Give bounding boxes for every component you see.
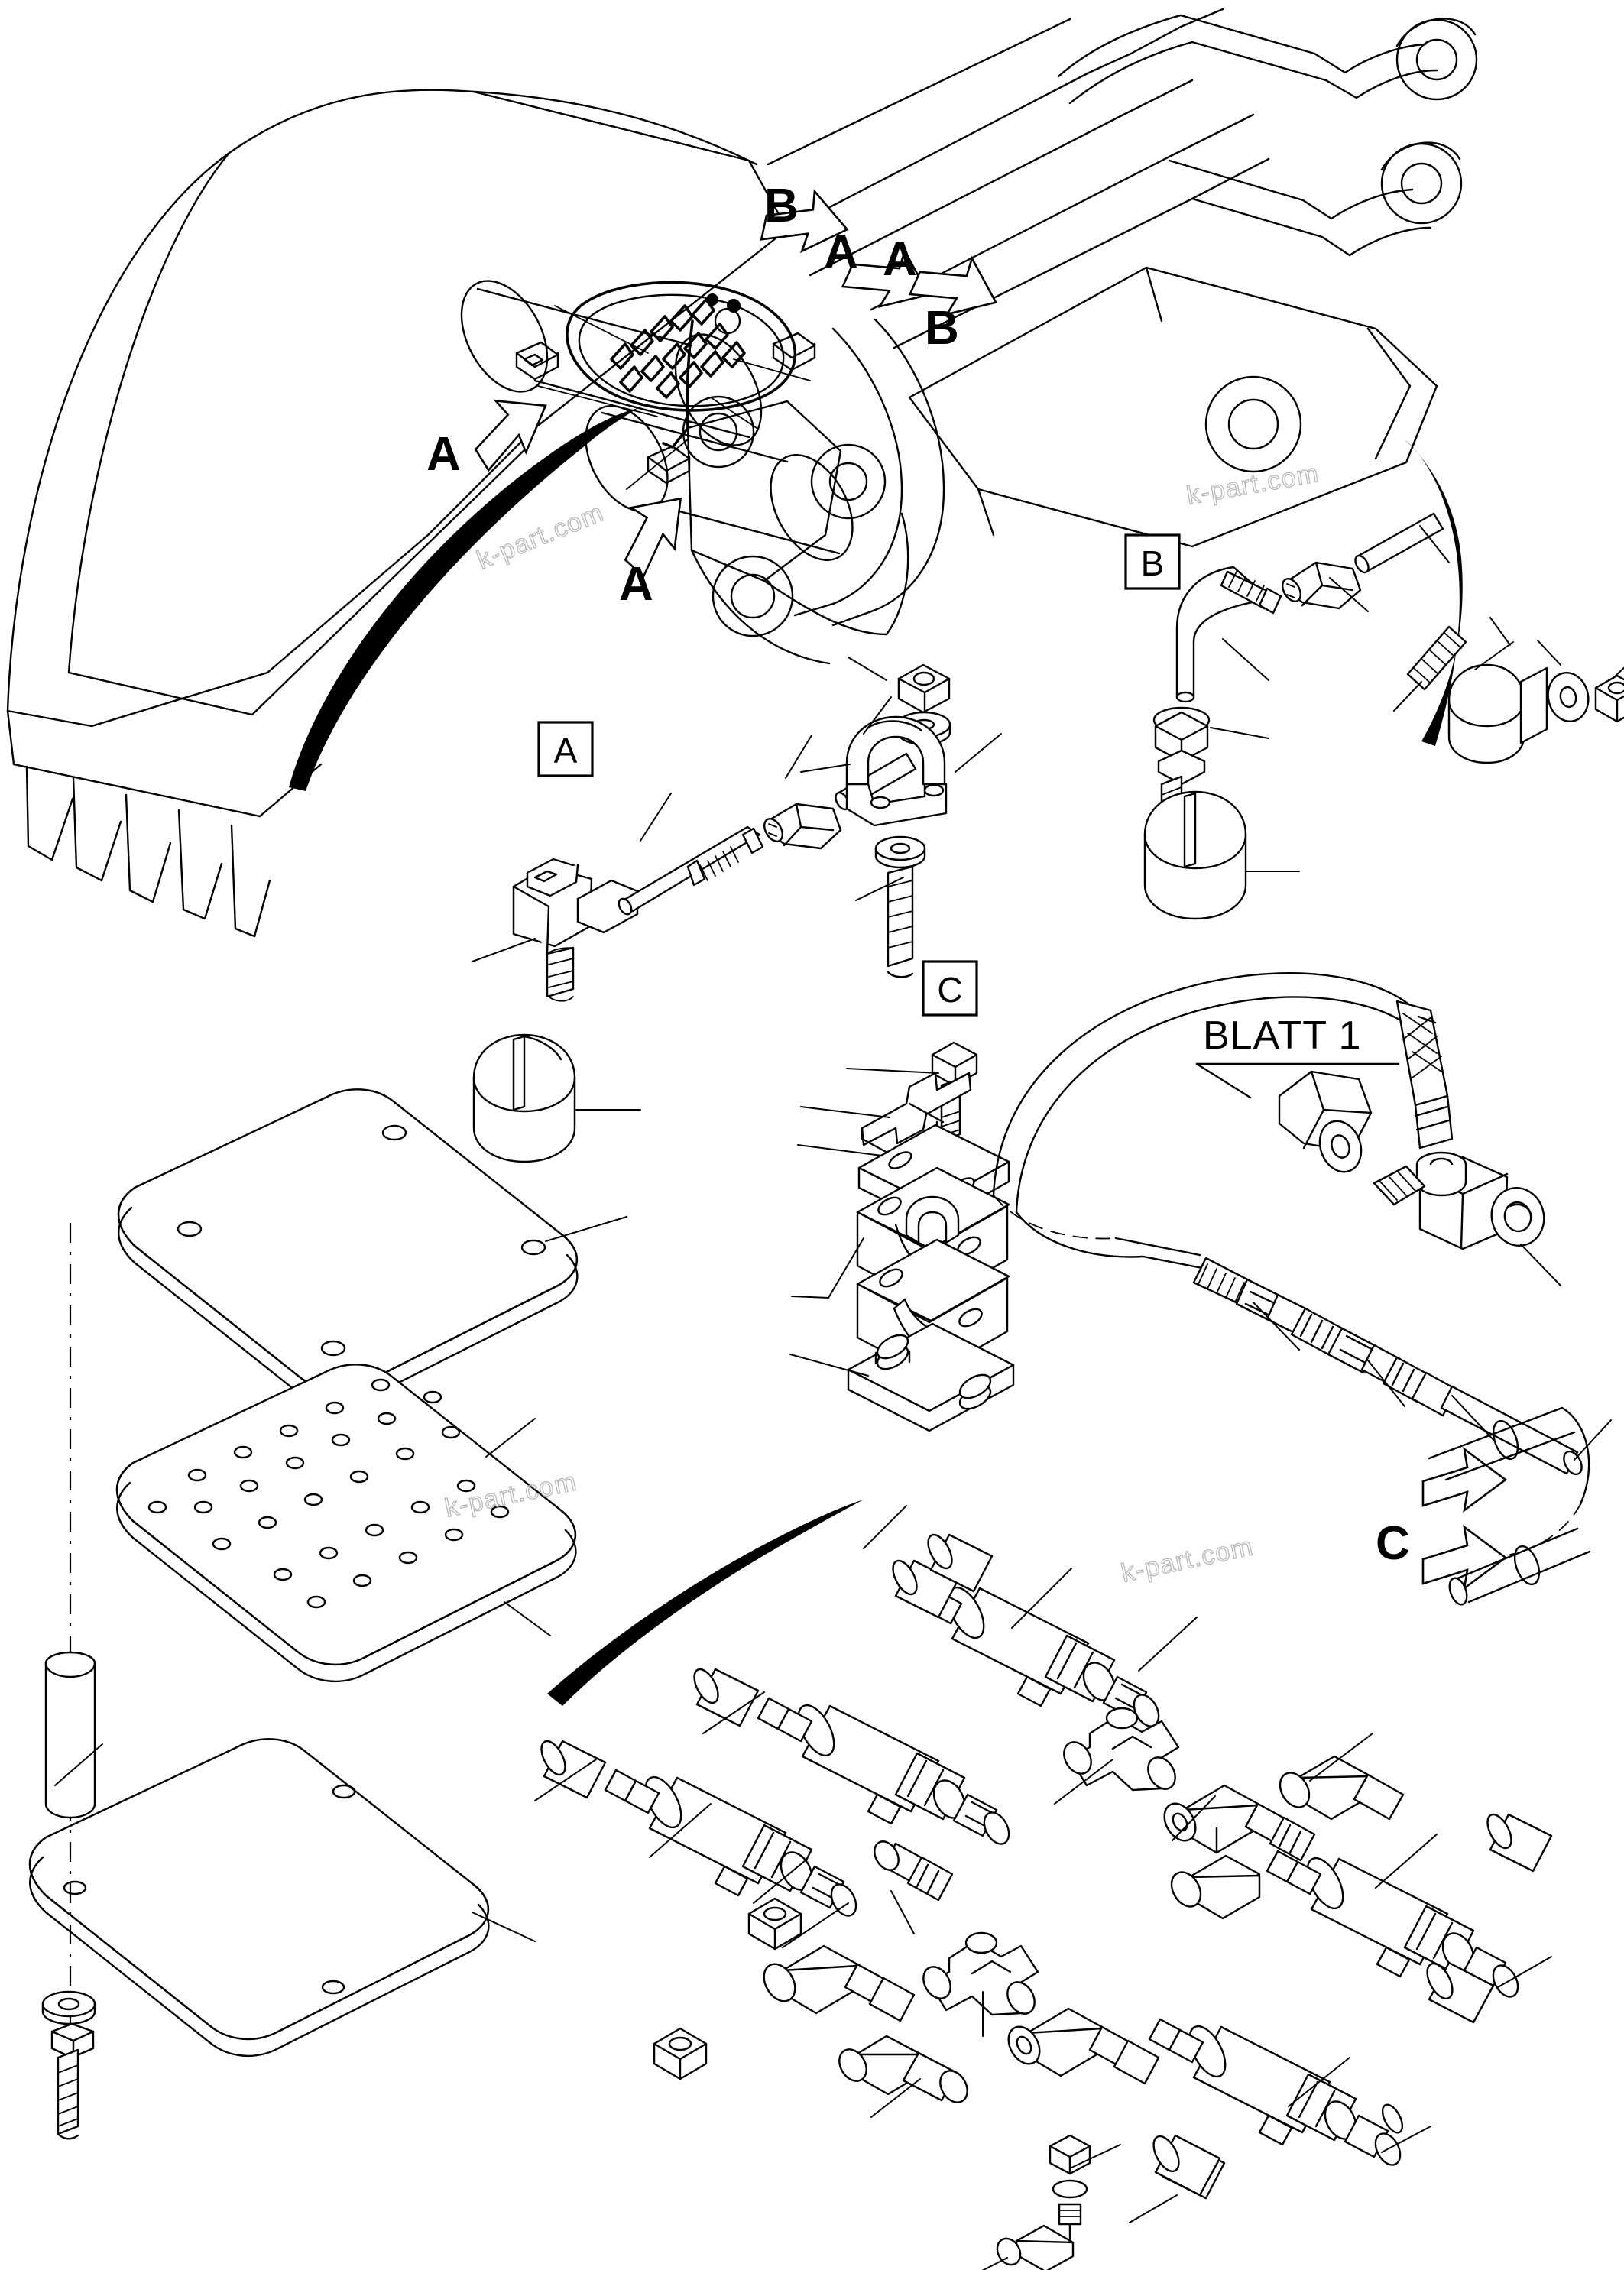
detail-a-callout-box	[537, 721, 594, 777]
clamp-hardware-stack-a	[845, 663, 951, 978]
clamp-hardware-b	[1406, 625, 1624, 764]
hydraulic-cylinder-3	[892, 1559, 1160, 1727]
plate-stack-group	[28, 1088, 627, 2140]
detail-b-callout-box	[1124, 533, 1181, 590]
clamp-base-plate-c	[847, 1322, 1015, 1432]
coupling-2	[1007, 2007, 1160, 2085]
section-c-label: C	[1376, 1517, 1410, 1570]
sleeve-nut-a	[763, 803, 842, 850]
hydraulic-cylinder-2	[693, 1668, 1010, 1845]
detail-c-callout-box	[922, 960, 978, 1017]
hydraulic-parts-field	[534, 1244, 1612, 2270]
view-direction-arrows	[474, 189, 998, 579]
coupling-1	[1163, 1784, 1316, 1862]
tee-fitting-2	[922, 1931, 1039, 2016]
coupling-5	[1170, 1854, 1261, 1920]
sleeve-nut-b	[1282, 561, 1362, 610]
banjo-fitting	[838, 2035, 968, 2103]
watermark-2: k-part.com	[1185, 459, 1322, 511]
coupling-3	[763, 1944, 916, 2022]
detail-a-group: A	[472, 657, 1002, 1163]
small-nut-cluster	[653, 1897, 802, 2080]
detail-c-group: C	[789, 960, 1015, 1432]
threaded-tube-a	[618, 825, 764, 916]
elbow-fitting-a	[512, 858, 639, 1002]
hose-hex-nut	[1278, 1070, 1373, 1173]
machine-view-labels: B A A B A A	[426, 180, 959, 611]
bolt-washer-lower	[41, 1990, 96, 2140]
coupling-6	[874, 1840, 954, 1902]
hose-assembly-group: BLATT 1	[992, 972, 1583, 1476]
machine-assembly-illustration	[6, 8, 1478, 938]
machine-label-a1: A	[824, 225, 858, 278]
machine-label-b1: B	[764, 180, 799, 232]
bold-leader-plates-to-hydraulics	[547, 1500, 864, 1706]
blatt-label: BLATT 1	[1203, 1013, 1361, 1058]
tube-stub-b	[1354, 512, 1444, 574]
section-c-group: C	[1376, 1406, 1591, 1606]
watermark-4: k-part.com	[1119, 1532, 1256, 1588]
section-c-arrow-1	[1421, 1447, 1508, 1513]
detail-a-label: A	[554, 731, 578, 770]
lower-wear-plate	[28, 1738, 490, 2057]
tee-fitting-1	[1063, 1707, 1180, 1792]
hydraulic-cylinder-1	[540, 1740, 857, 1917]
drain-plug-stack	[996, 2134, 1091, 2270]
machine-label-a3: A	[426, 428, 461, 481]
machine-label-a2: A	[883, 233, 917, 286]
plate-leaders	[54, 1216, 627, 1942]
machine-label-b2: B	[925, 302, 959, 355]
blatt-arrow	[1195, 1062, 1252, 1099]
detail-c-label: C	[937, 970, 962, 1010]
detail-a-leaders	[472, 657, 1002, 1111]
detail-b-label: B	[1141, 543, 1165, 583]
hose-elbow-union	[1373, 1151, 1545, 1250]
bent-tube-b	[1175, 566, 1282, 703]
detail-b-leaders	[1210, 525, 1624, 872]
hose-lower-run	[1192, 1257, 1583, 1476]
coupling-4	[1279, 1755, 1405, 1821]
middle-perforated-plate	[115, 1364, 577, 1682]
detail-c-leaders	[789, 1068, 939, 1377]
bucket-teeth	[25, 765, 271, 938]
hose-braid-upper	[1395, 1000, 1454, 1150]
detail-b-group: B	[1124, 512, 1624, 920]
machine-label-a4: A	[619, 558, 653, 611]
split-clamp-half-b	[1143, 790, 1247, 920]
split-clamp-half-a	[472, 1033, 576, 1163]
perforation-holes	[147, 1378, 510, 1609]
hydraulic-leaders	[534, 1244, 1612, 2270]
section-c-arrow-2	[1421, 1525, 1508, 1591]
spacer-bushing	[44, 1651, 96, 1819]
hose-end-caps	[927, 1533, 1495, 2197]
